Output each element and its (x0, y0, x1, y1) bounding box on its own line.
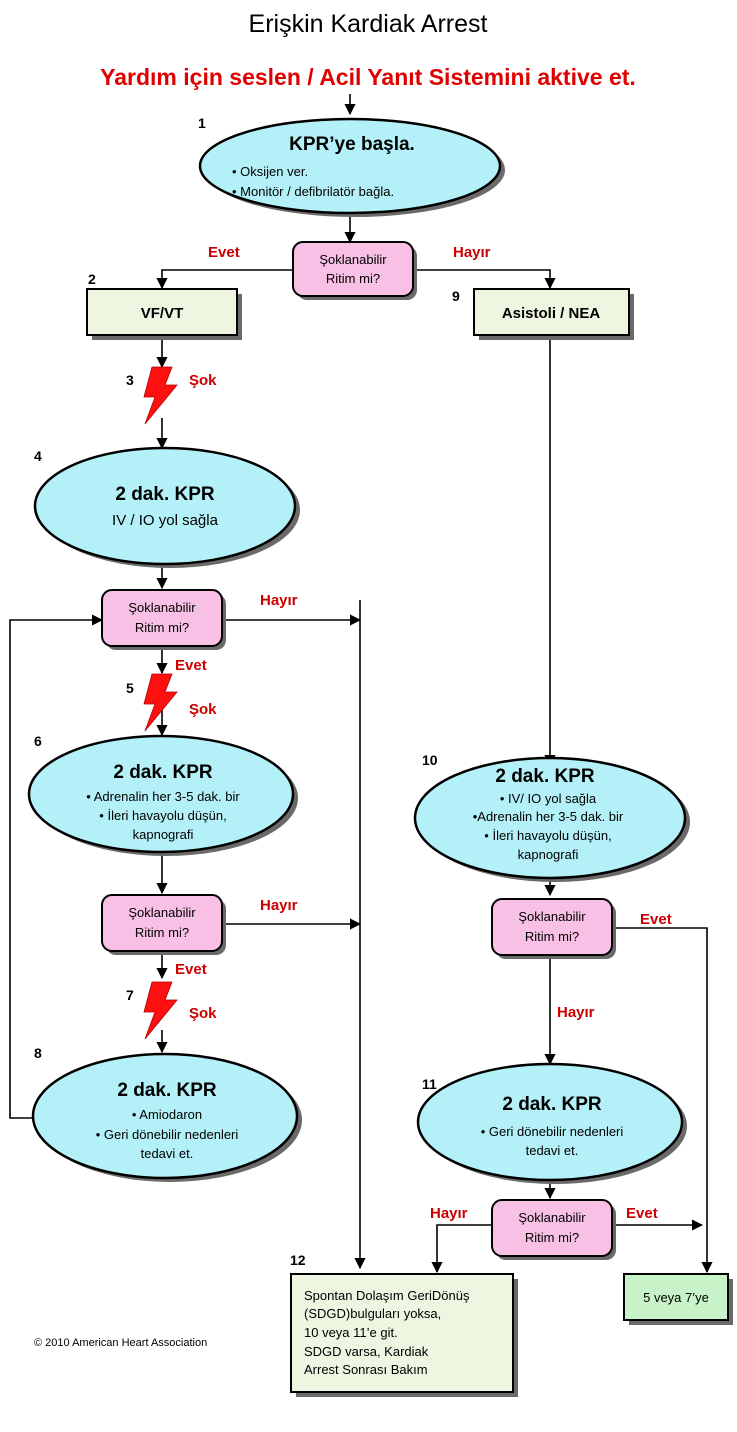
decision-text: Şoklanabilir (518, 909, 586, 924)
oval-line: IV / IO yol sağla (112, 512, 219, 529)
decision-text: Şoklanabilir (319, 252, 387, 267)
oval-line: • Oksijen ver. (232, 164, 308, 179)
oval-line: kapnografi (518, 847, 579, 862)
box-label: Asistoli / NEA (502, 305, 601, 322)
lightning-bolt-icon (143, 673, 178, 732)
box-line: 10 veya 11’e git. (304, 1325, 398, 1340)
decision-text: Ritim mi? (326, 271, 380, 286)
step-number: 9 (452, 288, 460, 304)
branch-label-no: Hayır (260, 592, 298, 609)
step-number: 11 (422, 1076, 437, 1092)
oval-title: 2 dak. KPR (495, 766, 595, 787)
step-1-start-cpr: 1 KPR’ye başla. • Oksijen ver. • Monitör… (198, 115, 505, 217)
step-2-vf-vt: 2 VF/VT (86, 271, 242, 340)
branch-label-no: Hayır (453, 244, 491, 261)
decision-4-shockable: Şoklanabilir Ritim mi? Evet Hayır (491, 898, 672, 1021)
lightning-bolt-icon (143, 366, 178, 425)
oval-line: • İleri havayolu düşün, (99, 808, 226, 823)
shock-label: Şok (189, 372, 217, 389)
shock-label: Şok (189, 1005, 217, 1022)
step-number: 8 (34, 1045, 42, 1061)
branch-label-no: Hayır (430, 1205, 468, 1222)
branch-label-yes: Evet (175, 657, 207, 674)
step-3-shock: 3 Şok (126, 366, 217, 425)
decision-5-shockable: Şoklanabilir Ritim mi? Hayır Evet (430, 1199, 658, 1260)
box-label: 5 veya 7’ye (643, 1290, 709, 1305)
decision-1-shockable: Şoklanabilir Ritim mi? Evet Hayır (208, 241, 491, 300)
branch-label-yes: Evet (175, 961, 207, 978)
oval-title: 2 dak. KPR (115, 484, 215, 505)
branch-label-yes: Evet (640, 911, 672, 928)
step-number: 2 (88, 271, 96, 287)
oval-line: • Monitör / defibrilatör bağla. (232, 184, 394, 199)
oval-title: 2 dak. KPR (117, 1080, 217, 1101)
decision-text: Ritim mi? (135, 620, 189, 635)
step-number: 3 (126, 372, 134, 388)
box-line: Arrest Sonrası Bakım (304, 1362, 428, 1377)
page-title: Erişkin Kardiak Arrest (249, 10, 488, 38)
step-7-shock: 7 Şok (126, 981, 217, 1040)
step-number: 12 (290, 1252, 306, 1268)
decision-text: Ritim mi? (525, 1230, 579, 1245)
step-number: 6 (34, 733, 42, 749)
oval-line: • İleri havayolu düşün, (484, 828, 611, 843)
decision-3-shockable: Şoklanabilir Ritim mi? Hayır Evet (101, 894, 298, 978)
step-11-cpr: 11 2 dak. KPR • Geri dönebilir nedenleri… (416, 1062, 687, 1184)
decision-text: Şoklanabilir (128, 600, 196, 615)
branch-label-yes: Evet (626, 1205, 658, 1222)
step-number: 1 (198, 115, 206, 131)
step-8-cpr-amiodarone: 8 2 dak. KPR • Amiodaron • Geri dönebili… (31, 1045, 302, 1182)
shock-label: Şok (189, 701, 217, 718)
oval-line: tedavi et. (526, 1143, 579, 1158)
oval-line: kapnografi (133, 827, 194, 842)
oval-title: 2 dak. KPR (502, 1094, 602, 1115)
step-number: 4 (34, 448, 42, 464)
goto-5-or-7-box: 5 veya 7’ye (623, 1273, 733, 1325)
decision-text: Şoklanabilir (518, 1210, 586, 1225)
box-line: (SDGD)bulguları yoksa, (304, 1306, 441, 1321)
decision-2-shockable: Şoklanabilir Ritim mi? Hayır Evet (101, 589, 298, 674)
copyright-notice: © 2010 American Heart Association (34, 1337, 207, 1349)
decision-text: Ritim mi? (135, 925, 189, 940)
oval-line: •Adrenalin her 3-5 dak. bir (473, 809, 624, 824)
step-5-shock: 5 Şok (126, 673, 217, 732)
oval-line: • Amiodaron (132, 1107, 202, 1122)
branch-label-no: Hayır (260, 897, 298, 914)
step-4-cpr: 4 2 dak. KPR IV / IO yol sağla (33, 446, 300, 568)
step-number: 10 (422, 752, 438, 768)
step-12-rosc-check: 12 Spontan Dolaşım GeriDönüş (SDGD)bulgu… (290, 1252, 518, 1397)
lightning-bolt-icon (143, 981, 178, 1040)
box-label: VF/VT (141, 305, 184, 322)
decision-text: Ritim mi? (525, 929, 579, 944)
box-line: SDGD varsa, Kardiak (304, 1344, 429, 1359)
step-number: 7 (126, 987, 134, 1003)
step-9-asystole-pea: 9 Asistoli / NEA (452, 288, 634, 340)
oval-line: • IV/ IO yol sağla (500, 791, 597, 806)
oval-title: 2 dak. KPR (113, 762, 213, 783)
box-line: Spontan Dolaşım GeriDönüş (304, 1288, 470, 1303)
oval-line: • Geri dönebilir nedenleri (96, 1127, 239, 1142)
oval-line: • Geri dönebilir nedenleri (481, 1124, 624, 1139)
page-subtitle: Yardım için seslen / Acil Yanıt Sistemin… (100, 64, 636, 90)
oval-line: • Adrenalin her 3-5 dak. bir (86, 789, 240, 804)
step-6-cpr-adrenaline: 6 2 dak. KPR • Adrenalin her 3-5 dak. bi… (27, 733, 298, 856)
oval-line: tedavi et. (141, 1146, 194, 1161)
decision-text: Şoklanabilir (128, 905, 196, 920)
step-number: 5 (126, 680, 134, 696)
branch-label-no: Hayır (557, 1004, 595, 1021)
step-10-cpr-asystole: 10 2 dak. KPR • IV/ IO yol sağla •Adrena… (413, 752, 690, 882)
branch-label-yes: Evet (208, 244, 240, 261)
oval-title: KPR’ye başla. (289, 134, 415, 155)
connectors (9, 94, 713, 1274)
